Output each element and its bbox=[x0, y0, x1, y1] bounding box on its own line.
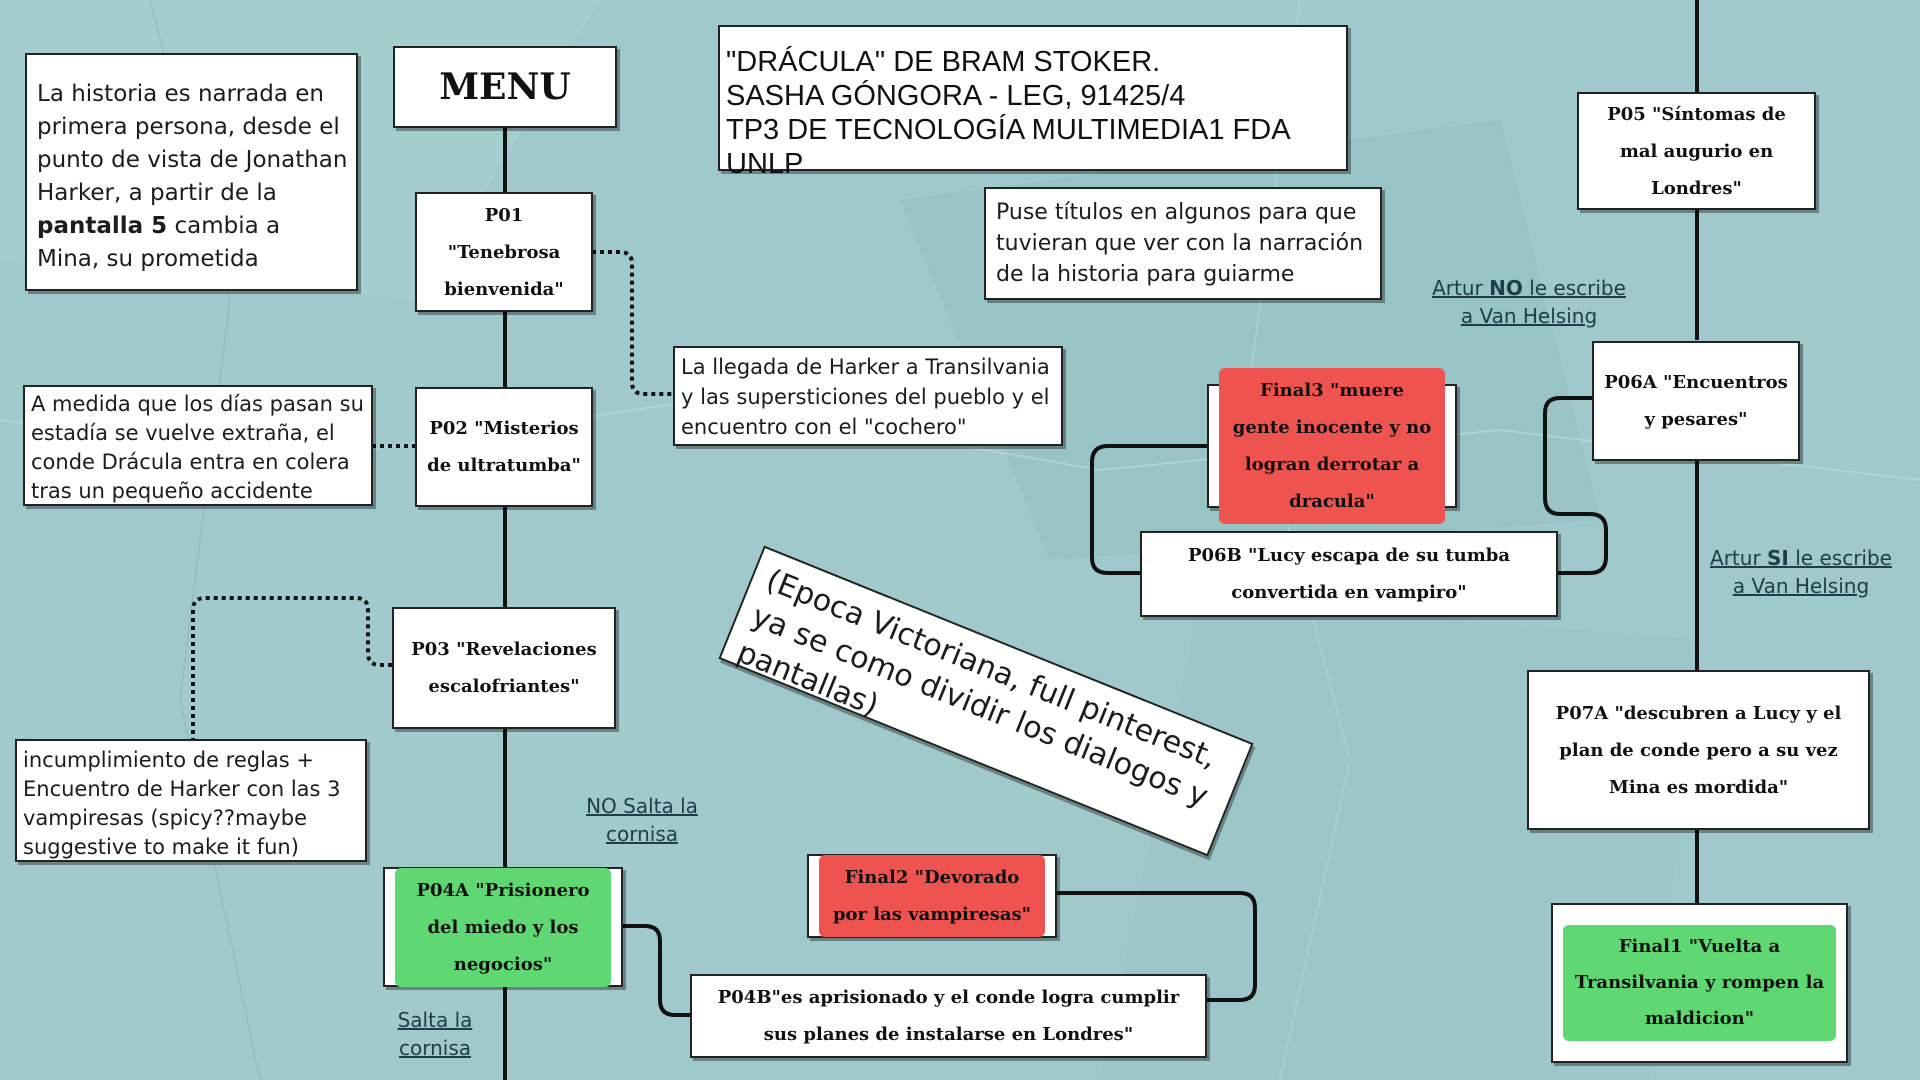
node-final3-label: Final3 "muere gente inocente y no logran… bbox=[1219, 368, 1445, 524]
node-final1[interactable]: Final1 "Vuelta a Transilvania y rompen l… bbox=[1551, 903, 1848, 1063]
label-no-salta: NO Salta la cornisa bbox=[572, 792, 712, 848]
node-p06b[interactable]: P06B "Lucy escapa de su tumba convertida… bbox=[1140, 531, 1558, 617]
note-intro-bold: pantalla 5 bbox=[37, 213, 168, 239]
node-p06a[interactable]: P06A "Encuentros y pesares" bbox=[1592, 341, 1800, 461]
label-artur-si-bold: SI bbox=[1767, 546, 1789, 570]
node-p04a[interactable]: P04A "Prisionero del miedo y los negocio… bbox=[383, 867, 623, 987]
note-intro: La historia es narrada en primera person… bbox=[25, 53, 358, 291]
node-p07a-label: P07A "descubren a Lucy y el plan de cond… bbox=[1555, 702, 1842, 798]
node-p02[interactable]: P02 "Misterios de ultratumba" bbox=[415, 387, 593, 507]
note-intro-text: La historia es narrada en primera person… bbox=[37, 81, 348, 206]
node-final2-label: Final2 "Devorado por las vampiresas" bbox=[819, 855, 1045, 937]
note-rules: incumplimiento de reglas + Encuentro de … bbox=[15, 739, 367, 862]
node-p03-label: P03 "Revelaciones escalofriantes" bbox=[411, 639, 597, 697]
node-p06a-label: P06A "Encuentros y pesares" bbox=[1604, 372, 1788, 430]
header-title: "DRÁCULA" DE BRAM STOKER. bbox=[726, 46, 1161, 78]
node-p03[interactable]: P03 "Revelaciones escalofriantes" bbox=[392, 607, 616, 729]
note-titles: Puse títulos en algunos para que tuviera… bbox=[984, 187, 1382, 300]
node-p01[interactable]: P01 "Tenebrosa bienvenida" bbox=[415, 192, 593, 312]
header-box: "DRÁCULA" DE BRAM STOKER. SASHA GÓNGORA … bbox=[718, 25, 1348, 180]
label-salta: Salta la cornisa bbox=[385, 1006, 485, 1062]
note-arrival: La llegada de Harker a Transilvania y la… bbox=[673, 346, 1063, 446]
label-artur-no-a: Artur bbox=[1432, 276, 1490, 300]
label-artur-no-bold: NO bbox=[1489, 276, 1523, 300]
header-course: TP3 DE TECNOLOGÍA MULTIMEDIA1 FDA UNLP bbox=[726, 114, 1289, 180]
label-artur-si: Artur SI le escribe a Van Helsing bbox=[1706, 544, 1896, 600]
header-author: SASHA GÓNGORA - LEG, 91425/4 bbox=[726, 80, 1186, 112]
note-rules-text: incumplimiento de reglas + Encuentro de … bbox=[23, 748, 341, 859]
node-p05[interactable]: P05 "Síntomas de mal augurio en Londres" bbox=[1577, 92, 1816, 210]
note-days-text: A medida que los días pasan su estadía s… bbox=[31, 392, 364, 503]
note-intro-text-end: cambia a Mina, su prometida bbox=[37, 213, 281, 272]
menu-label: MENU bbox=[439, 66, 571, 108]
note-days: A medida que los días pasan su estadía s… bbox=[23, 385, 373, 506]
note-titles-text: Puse títulos en algunos para que tuviera… bbox=[996, 200, 1364, 287]
menu-box[interactable]: MENU bbox=[393, 46, 617, 128]
node-p06b-label: P06B "Lucy escapa de su tumba convertida… bbox=[1187, 545, 1511, 603]
node-p04b-label: P04B"es aprisionado y el conde logra cum… bbox=[717, 987, 1180, 1045]
node-p04b[interactable]: P04B"es aprisionado y el conde logra cum… bbox=[690, 974, 1207, 1058]
label-artur-si-a: Artur bbox=[1710, 546, 1768, 570]
label-artur-no-c: le escribe a Van Helsing bbox=[1460, 276, 1626, 328]
label-no-salta-text: NO Salta la cornisa bbox=[586, 794, 698, 846]
note-arrival-text: La llegada de Harker a Transilvania y la… bbox=[681, 355, 1050, 439]
node-p01-label: P01 "Tenebrosa bienvenida" bbox=[444, 204, 564, 300]
label-artur-si-c: le escribe a Van Helsing bbox=[1732, 546, 1892, 598]
node-final1-label: Final1 "Vuelta a Transilvania y rompen l… bbox=[1563, 925, 1836, 1041]
node-final2[interactable]: Final2 "Devorado por las vampiresas" bbox=[807, 854, 1057, 938]
node-p07a[interactable]: P07A "descubren a Lucy y el plan de cond… bbox=[1527, 670, 1870, 830]
label-salta-text: Salta la cornisa bbox=[397, 1008, 473, 1060]
node-p04a-label: P04A "Prisionero del miedo y los negocio… bbox=[395, 867, 611, 987]
node-p02-label: P02 "Misterios de ultratumba" bbox=[427, 418, 581, 476]
label-artur-no: Artur NO le escribe a Van Helsing bbox=[1428, 274, 1630, 330]
node-final3[interactable]: Final3 "muere gente inocente y no logran… bbox=[1207, 368, 1457, 524]
node-p05-label: P05 "Síntomas de mal augurio en Londres" bbox=[1607, 103, 1786, 199]
